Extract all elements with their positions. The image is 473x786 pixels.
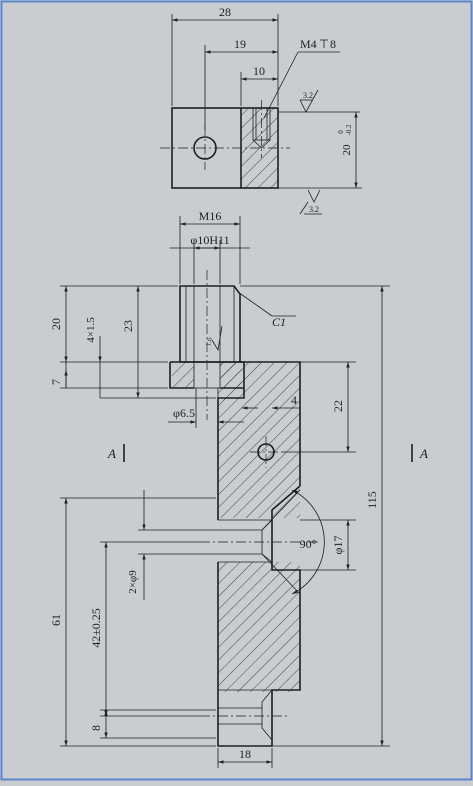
section-label-right: A: [419, 446, 428, 461]
dim-23: 23: [121, 320, 135, 332]
threaded-boss: [179, 285, 241, 363]
dim-65: φ6.5: [173, 406, 195, 420]
dim-height: 20: [341, 144, 353, 156]
thread-leader: [263, 51, 299, 119]
dim-8: 8: [89, 725, 103, 731]
dim-115: 115: [365, 491, 379, 509]
dim-20: 20: [49, 318, 63, 330]
dim-19: 19: [234, 37, 246, 51]
dim-18: 18: [239, 747, 251, 761]
thread-spec: M4: [300, 37, 317, 51]
dim-height-lower-tol: -0.2: [345, 124, 353, 136]
dim-7: 7: [49, 379, 63, 385]
svg-text:3.2: 3.2: [309, 205, 319, 214]
dim-10: 10: [253, 64, 265, 78]
svg-text:1.6: 1.6: [204, 336, 213, 346]
chamfer-leader: [237, 291, 273, 317]
dim-4: 4: [291, 393, 297, 407]
dim-m16: M16: [199, 209, 222, 223]
depth-symbol: [320, 39, 328, 48]
roughness-symbol-inner: 1.6: [204, 325, 223, 352]
section-label-left: A: [107, 446, 116, 461]
dim-42: 42±0.25: [89, 608, 103, 648]
dim-holes: 2×φ9: [127, 570, 139, 594]
roughness-symbol-bottom: 3.2: [299, 189, 322, 215]
dim-angle: 90°: [300, 537, 317, 551]
dim-height-upper-tol: 0: [337, 130, 345, 134]
front-section-view: M16 φ10H11 C1 1.6 20 4×1.5 23 7: [49, 209, 428, 768]
lower-body-hatch: [218, 562, 300, 692]
svg-text:3.2: 3.2: [303, 91, 313, 100]
top-view: 28 19 10 M4 8 3.2 20 0 -0.2: [160, 5, 362, 215]
dim-17: φ17: [331, 536, 345, 555]
roughness-symbol-top: 3.2: [278, 89, 360, 113]
dim-28: 28: [219, 5, 231, 19]
dim-61: 61: [49, 614, 63, 626]
dim-chamfer: C1: [272, 315, 286, 329]
dim-22: 22: [331, 400, 345, 412]
thread-depth: 8: [330, 37, 336, 51]
dim-bore: φ10H11: [190, 233, 229, 247]
dim-4x15: 4×1.5: [85, 317, 97, 343]
